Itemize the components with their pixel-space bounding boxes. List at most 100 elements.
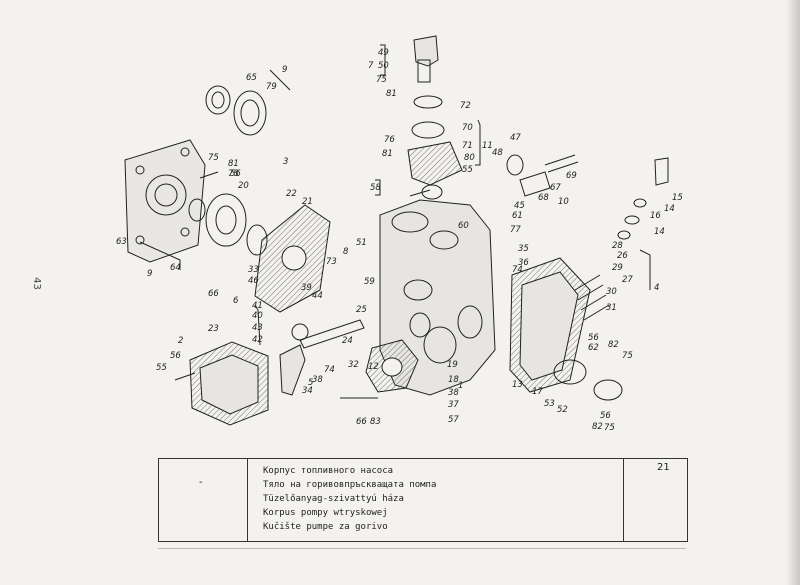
callout-label: 12 [368,362,379,372]
callout-label: 9 [282,65,287,75]
callout-label: 14 [654,227,665,237]
callout-label: 34 [302,386,313,396]
callout-label: 75 [208,153,219,163]
exploded-view-diagram: 1234567899101112131414151617181920212223… [116,35,683,433]
callout-label: 37 [448,400,459,410]
name-polish: Korpus pompy wtryskowej [263,508,388,518]
callout-label: 1 [458,381,463,391]
delivery-valve-holder [413,35,439,67]
name-hungarian: Tüzelőanyag-szivattyú háza [263,494,404,504]
callout-label: 78 [228,169,239,179]
control-lever [279,344,306,396]
callout-label: 62 [588,343,599,353]
callout-label: 71 [462,141,473,151]
callout-label: 32 [348,360,359,370]
callout-label: 47 [510,133,521,143]
callout-label: 21 [302,197,313,207]
callout-label: 55 [462,165,473,175]
column-divider [247,459,248,541]
callout-label: 70 [462,123,473,133]
callout-label: 39 [301,283,312,293]
callout-label: 64 [170,263,181,273]
caption-table: - Корпус топливного насоса Тяло на горив… [158,458,688,542]
callout-label: 3 [283,157,288,167]
callout-label: 57 [448,415,459,425]
callout-label: 38 [448,388,459,398]
callout-label: 42 [252,335,263,345]
callout-label: 80 [464,153,475,163]
bottom-rule [158,548,686,549]
callout-label: 76 [384,135,395,145]
callout-label: 49 [378,48,389,58]
callout-label: 79 [266,82,277,92]
callout-label: 60 [458,221,469,231]
end-cover [124,139,206,263]
callout-label: 50 [378,61,389,71]
part-number-cell: - [199,477,203,488]
callout-label: 13 [512,380,523,390]
callout-label: 68 [538,193,549,203]
callout-label: 24 [342,336,353,346]
plate-number: 21 [657,462,670,473]
callout-label: 82 [608,340,619,350]
callout-label: 2 [178,336,183,346]
callout-label: 8 [343,247,349,257]
callout-label: 55 [156,363,167,373]
callout-label: 14 [664,204,675,214]
callout-label: 4 [654,283,659,293]
callout-label: 7 [368,61,374,71]
callout-label: 40 [252,311,263,321]
callout-label: 58 [370,183,381,193]
callout-label: 25 [356,305,367,315]
callout-label: 74 [324,365,335,375]
callout-label: 48 [492,148,503,158]
callout-label: 20 [238,181,249,191]
name-bulgarian: Тяло на горивовпръскващата помпа [263,480,437,490]
callout-label: 56 [230,169,241,179]
callout-label: 81 [382,149,393,159]
callout-label: 9 [147,269,152,279]
callout-label: 53 [544,399,555,409]
callout-label: 5 [308,378,313,388]
callout-label: 45 [514,201,525,211]
name-serbocroatian: Kučište pumpe za gorivo [263,522,388,532]
callout-label: 35 [518,244,529,254]
callout-label: 51 [356,238,367,248]
callout-label: 11 [482,141,493,151]
callout-label: 75 [604,423,615,433]
callout-label: 19 [447,360,458,370]
callout-label: 61 [512,211,523,221]
callout-label: 46 [248,276,259,286]
callout-label: 66 [208,289,219,299]
callout-label: 59 [364,277,375,287]
callout-label: 74 [512,265,523,275]
callout-label: 26 [617,251,628,261]
callout-label: 43 [252,323,263,333]
callout-label: 18 [448,375,459,385]
callout-label: 22 [286,189,297,199]
callout-label: 75 [622,351,633,361]
callout-label: 36 [518,258,529,268]
callout-label: 56 [600,411,611,421]
callout-label: 83 [370,417,381,427]
callout-label: 75 [376,75,387,85]
callout-label: 66 [356,417,367,427]
callout-label: 33 [248,265,259,275]
callout-label: 63 [116,237,127,247]
callout-label: 6 [233,296,239,306]
callout-label: 15 [672,193,683,203]
callout-label: 16 [650,211,661,221]
callout-label: 23 [208,324,219,334]
callout-label: 72 [460,101,471,111]
callout-label: 69 [566,171,577,181]
callout-label: 81 [386,89,397,99]
callout-label: 73 [326,257,337,267]
callout-label: 17 [532,387,543,397]
multilingual-part-name: Корпус топливного насоса Тяло на горивов… [263,464,436,534]
callout-label: 44 [312,291,323,301]
callout-labels: 1234567899101112131414151617181920212223… [116,48,683,433]
callout-label: 52 [557,405,568,415]
callout-label: 56 [170,351,181,361]
page-edge-shadow [786,0,800,585]
